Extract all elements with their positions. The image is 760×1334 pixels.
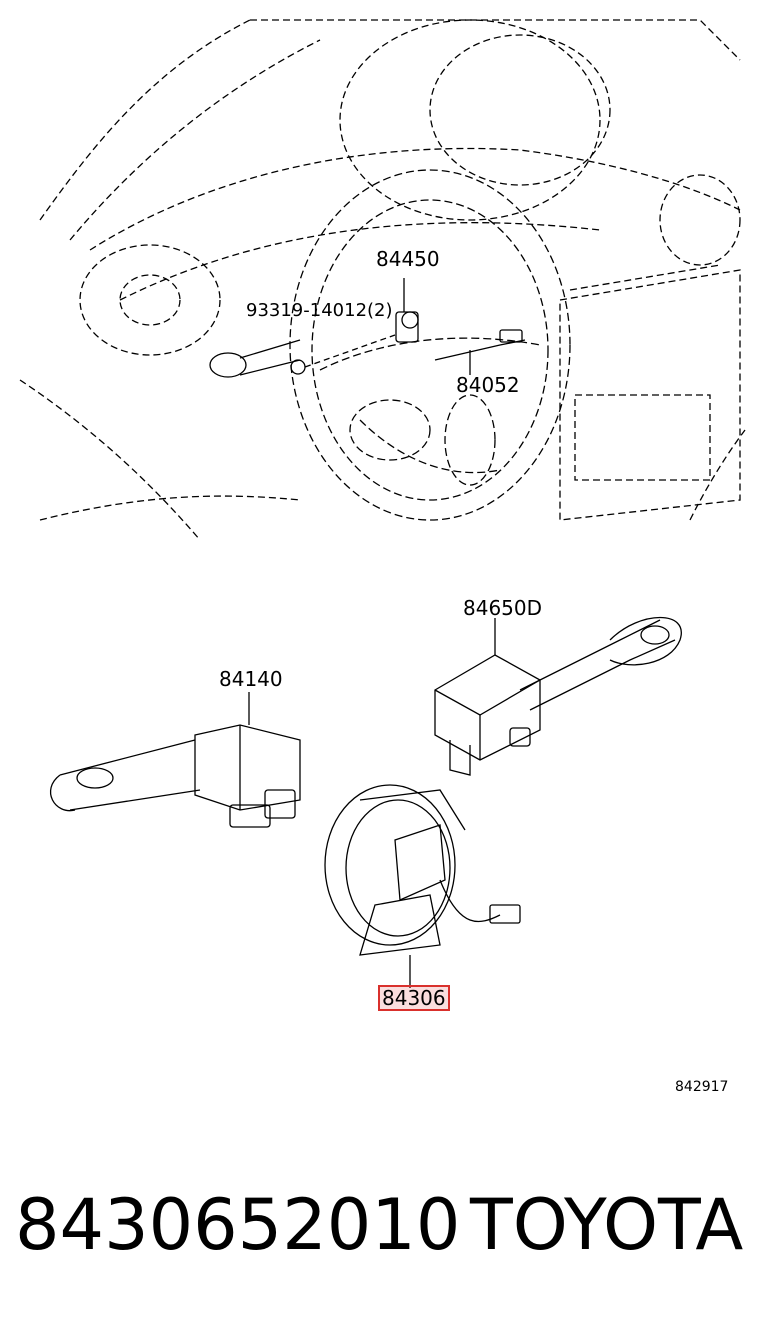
- connector-84450-drawing: [304, 278, 419, 368]
- dashboard-drawing: [19, 19, 746, 541]
- wire-84052-drawing: [434, 329, 526, 375]
- callout-84650d[interactable]: 84650D: [463, 596, 543, 620]
- turn-switch-drawing: [49, 692, 301, 828]
- spiral-cable-drawing: [324, 784, 521, 988]
- screw-icon: [290, 359, 306, 375]
- dash-stalk-drawing: [209, 339, 301, 378]
- wiper-switch-drawing: [434, 616, 682, 776]
- callout-84140[interactable]: 84140: [219, 667, 283, 691]
- callout-84306-highlighted[interactable]: 84306: [378, 985, 450, 1011]
- callout-84052[interactable]: 84052: [456, 373, 520, 397]
- callout-93319-14012[interactable]: 93319-14012(2): [246, 300, 393, 321]
- callout-84450[interactable]: 84450: [376, 247, 440, 271]
- steering-wheel-drawing: [289, 169, 571, 521]
- brand-name: TOYOTA: [470, 1184, 744, 1266]
- diagram-reference-number: 842917: [675, 1079, 729, 1095]
- part-number: 8430652010: [15, 1184, 461, 1266]
